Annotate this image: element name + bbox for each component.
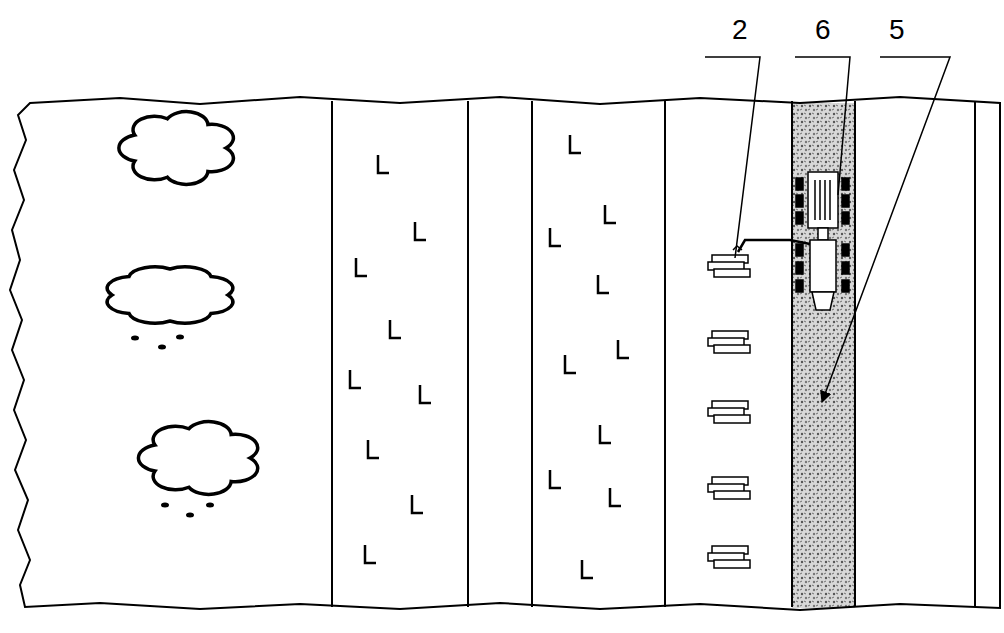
leader-lines — [705, 57, 950, 402]
callout-number: 2 — [730, 16, 750, 44]
bales — [708, 255, 750, 568]
bush — [107, 267, 233, 323]
plant-marks — [350, 135, 629, 578]
strip-borders — [332, 101, 975, 607]
bush — [138, 422, 257, 495]
bushes — [107, 112, 258, 518]
harvester — [733, 172, 849, 310]
callout-number: 6 — [813, 16, 833, 44]
tilled-strip — [792, 103, 855, 608]
bush — [119, 112, 234, 185]
field-outline — [10, 97, 1000, 610]
callout-number: 5 — [887, 16, 907, 44]
